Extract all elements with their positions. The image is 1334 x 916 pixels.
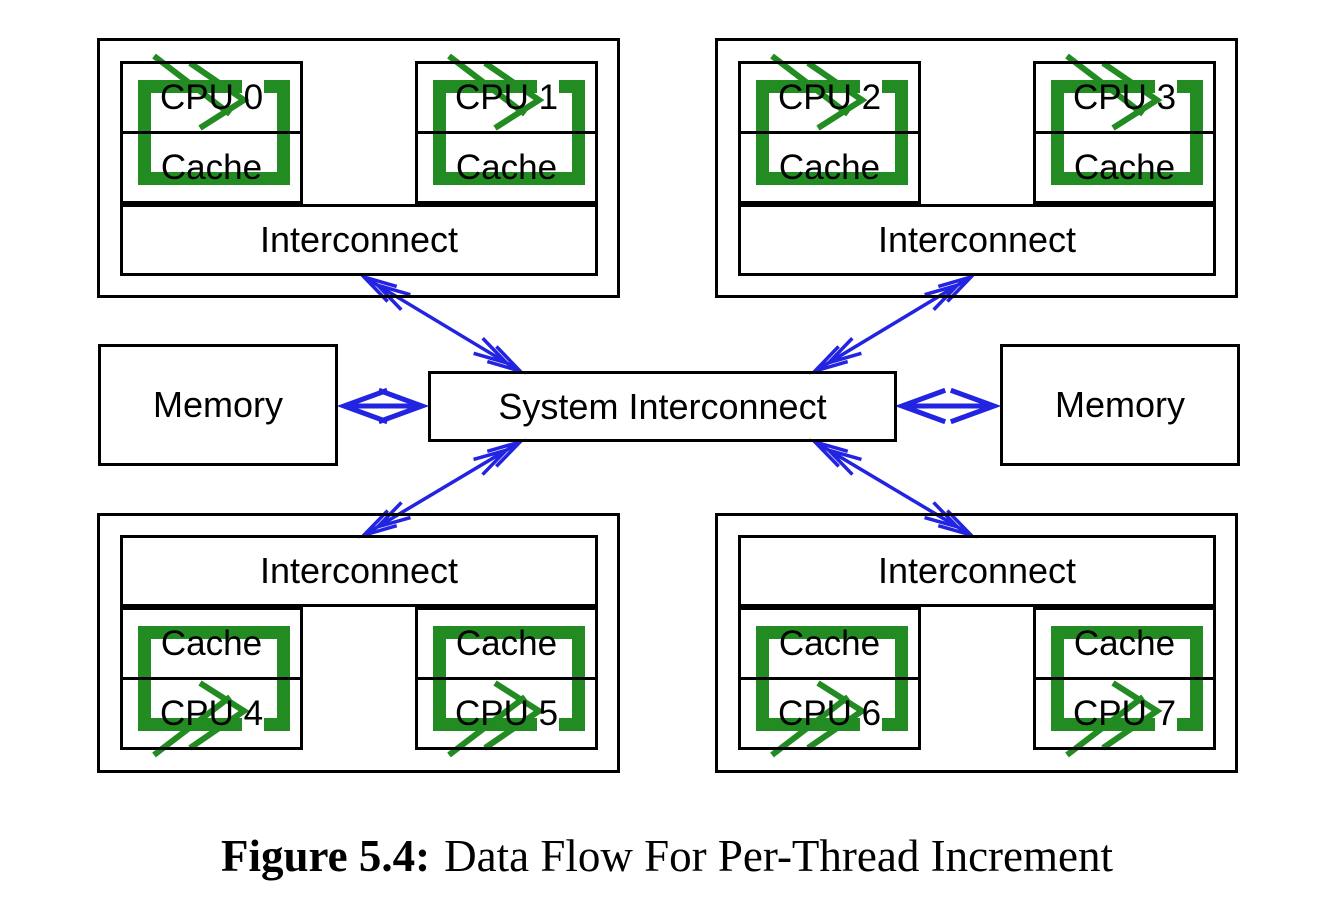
interconnect-label: Interconnect	[738, 535, 1216, 607]
bidirectional-link-arrow	[894, 387, 1002, 425]
cache-label: Cache	[778, 148, 881, 187]
cpu7-unit: Cache CPU 7	[1033, 607, 1216, 750]
figure-caption: Figure 5.4: Data Flow For Per-Thread Incr…	[0, 826, 1334, 886]
cache-label: Cache	[160, 148, 263, 187]
interconnect-label: Interconnect	[738, 204, 1216, 276]
figure-caption-number: Figure 5.4:	[220, 831, 431, 881]
memory-box-left: Memory	[98, 344, 338, 466]
cpu-group-top-right: CPU 2 Cache CPU 3 Cache Interconnect	[715, 38, 1238, 298]
cpu7-label: CPU 7	[1072, 694, 1177, 733]
cache-label: Cache	[1073, 148, 1176, 187]
figure-caption-title: Data Flow For Per-Thread Increment	[444, 831, 1113, 881]
interconnect-label: Interconnect	[120, 204, 598, 276]
cpu3-unit: CPU 3 Cache	[1033, 61, 1216, 204]
bidirectional-link-arrow	[336, 387, 430, 425]
cpu-group-bottom-right: Interconnect Cache CPU 6 Cache CPU 7	[715, 513, 1238, 773]
cpu0-label: CPU 0	[123, 64, 300, 134]
cpu6-label: CPU 6	[777, 694, 882, 733]
memory-box-right: Memory	[1000, 344, 1240, 466]
cache-label: Cache	[123, 610, 300, 680]
cpu1-unit: CPU 1 Cache	[415, 61, 598, 204]
cpu4-unit: Cache CPU 4	[120, 607, 303, 750]
cpu6-unit: Cache CPU 6	[738, 607, 921, 750]
interconnect-label: Interconnect	[120, 535, 598, 607]
cpu4-label: CPU 4	[159, 694, 264, 733]
cache-label: Cache	[1036, 610, 1213, 680]
cpu1-label: CPU 1	[418, 64, 595, 134]
cache-label: Cache	[418, 610, 595, 680]
cpu3-label: CPU 3	[1036, 64, 1213, 134]
cpu-group-top-left: CPU 0 Cache CPU 1 Cache Interconnect	[97, 38, 620, 298]
cpu0-unit: CPU 0 Cache	[120, 61, 303, 204]
cpu2-unit: CPU 2 Cache	[738, 61, 921, 204]
cpu5-unit: Cache CPU 5	[415, 607, 598, 750]
cache-label: Cache	[741, 610, 918, 680]
system-interconnect-box: System Interconnect	[428, 371, 897, 442]
cache-label: Cache	[455, 148, 558, 187]
cpu-group-bottom-left: Interconnect Cache CPU 4 Cache CPU 5	[97, 513, 620, 773]
cpu2-label: CPU 2	[741, 64, 918, 134]
cpu5-label: CPU 5	[454, 694, 559, 733]
